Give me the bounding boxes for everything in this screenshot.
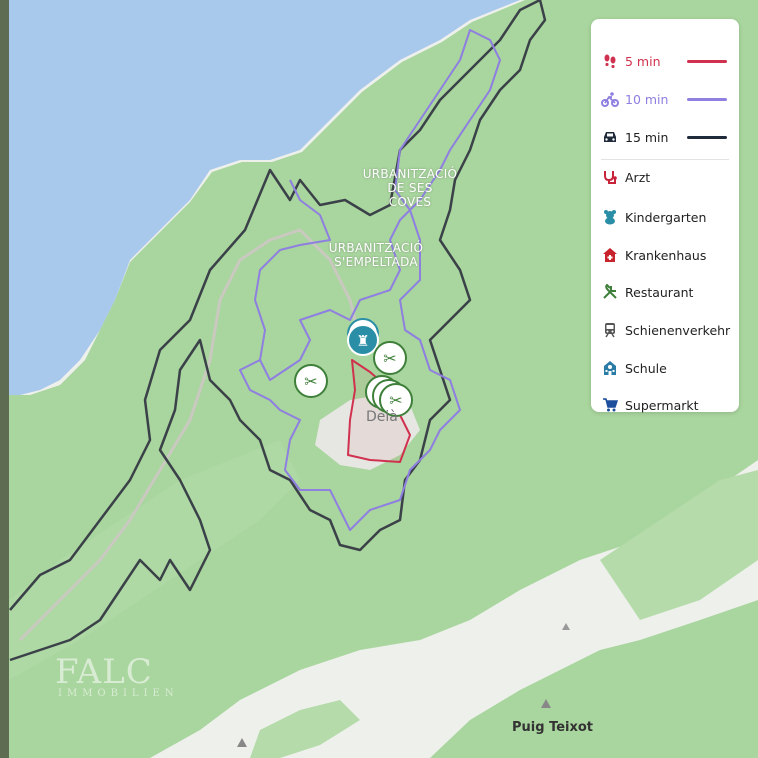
legend-item-schule[interactable]: Schule xyxy=(591,353,739,383)
place-label-urbanitzacio-empeltada: URBANITZACIÓ S'EMPELTADA xyxy=(328,241,424,269)
logo-main-text: FALC xyxy=(55,652,153,692)
legend-label: Kindergarten xyxy=(625,209,707,225)
legend-divider xyxy=(601,159,729,160)
place-label-line: URBANITZACIÓ xyxy=(362,167,458,181)
legend-item-schienenverkehr[interactable]: Schienenverkehr xyxy=(591,315,739,345)
peak-marker xyxy=(562,623,570,630)
train-icon xyxy=(601,321,619,339)
town-label: Deià xyxy=(366,409,398,425)
stethoscope-icon xyxy=(601,168,619,186)
place-label-line: S'EMPELTADA xyxy=(334,255,418,269)
kindergarten-marker: ♜ xyxy=(347,318,379,356)
legend-label: Schule xyxy=(625,360,667,376)
shopping-cart-icon xyxy=(601,396,619,414)
legend-line-swatch xyxy=(687,135,727,139)
map-legend: 5 min 10 min 15 min Arzt Kindergarten Kr… xyxy=(591,19,739,413)
legend-line-swatch xyxy=(687,97,727,101)
legend-label: Krankenhaus xyxy=(625,247,707,263)
legend-label: Schienenverkehr xyxy=(625,322,731,338)
fork-knife-icon xyxy=(601,283,619,301)
svg-text:♜: ♜ xyxy=(356,332,369,350)
legend-item-5min[interactable]: 5 min xyxy=(591,46,739,76)
place-label-line: COVES xyxy=(388,195,432,209)
hospital-icon xyxy=(601,246,619,264)
legend-item-15min[interactable]: 15 min xyxy=(591,122,739,152)
school-icon xyxy=(601,359,619,377)
legend-item-kindergarten[interactable]: Kindergarten xyxy=(591,202,739,232)
restaurant-marker: ✂ xyxy=(365,375,413,417)
svg-text:✂: ✂ xyxy=(304,372,317,391)
walking-icon xyxy=(601,52,619,70)
legend-line-swatch xyxy=(687,59,727,63)
restaurant-marker: ✂ xyxy=(373,341,407,375)
sea-area xyxy=(8,0,520,395)
legend-label: 10 min xyxy=(625,91,669,107)
legend-label: 5 min xyxy=(625,53,661,69)
legend-label: Supermarkt xyxy=(625,397,699,413)
legend-item-restaurant[interactable]: Restaurant xyxy=(591,277,739,307)
logo-sub-text: IMMOBILIEN xyxy=(58,688,179,699)
isochrone-10min xyxy=(239,29,501,531)
peak-marker xyxy=(237,738,247,747)
peak-label: Puig Teixot xyxy=(512,720,594,735)
bicycle-icon xyxy=(601,90,619,108)
teddy-bear-icon xyxy=(601,208,619,226)
legend-label: Arzt xyxy=(625,169,651,185)
falc-logo: FALC IMMOBILIEN xyxy=(55,652,179,699)
legend-item-krankenhaus[interactable]: Krankenhaus xyxy=(591,240,739,270)
restaurant-marker: ✂ xyxy=(294,364,328,398)
legend-item-10min[interactable]: 10 min xyxy=(591,84,739,114)
place-label-line: DE SES xyxy=(387,181,433,195)
peak-marker xyxy=(541,699,551,708)
legend-item-arzt[interactable]: Arzt xyxy=(591,162,739,192)
legend-label: Restaurant xyxy=(625,284,694,300)
place-label-urbanitzacio-coves: URBANITZACIÓ DE SES COVES xyxy=(362,167,458,209)
legend-label: 15 min xyxy=(625,129,669,145)
place-label-line: URBANITZACIÓ xyxy=(328,241,424,255)
legend-item-supermarkt[interactable]: Supermarkt xyxy=(591,390,739,420)
svg-text:✂: ✂ xyxy=(383,349,396,368)
car-icon xyxy=(601,128,619,146)
coastal-road xyxy=(18,228,362,642)
svg-text:✂: ✂ xyxy=(389,391,402,410)
